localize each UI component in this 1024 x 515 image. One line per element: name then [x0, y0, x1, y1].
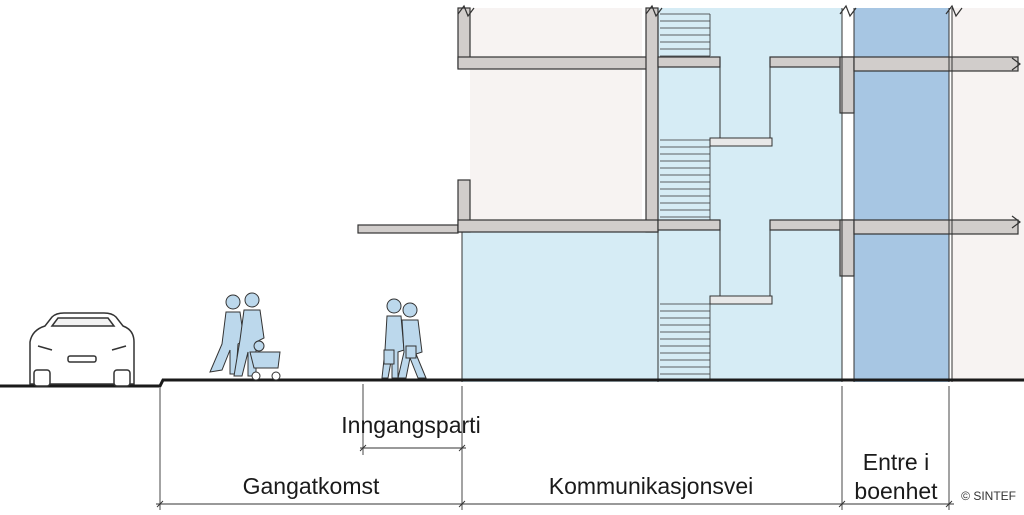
couple-walking-icon	[381, 298, 427, 379]
stair-shaft	[658, 8, 842, 382]
label-entrance: Inngangsparti	[341, 412, 480, 438]
label-dwelling-entry-line2: boenhet	[854, 478, 938, 504]
copyright-notice: © SINTEF	[961, 489, 1016, 503]
stair-flight	[660, 13, 711, 57]
ground-floor-area	[462, 232, 658, 382]
stair-flight	[660, 303, 711, 380]
stair-flights	[660, 13, 711, 380]
stair-flight	[660, 139, 711, 220]
car-icon	[29, 312, 135, 387]
label-circulation: Kommunikasjonsvei	[549, 473, 754, 499]
landing	[709, 295, 773, 305]
ground-line	[0, 378, 1024, 388]
upper-room	[470, 8, 642, 220]
structural-slabs	[357, 7, 1019, 277]
building-section	[357, 4, 1024, 382]
thin-walls	[461, 8, 953, 382]
family-with-pram-icon	[209, 292, 281, 381]
label-dwelling-entry-line1: Entre i	[863, 449, 929, 475]
dimension-lines	[156, 384, 954, 510]
label-walkway: Gangatkomst	[243, 473, 380, 499]
landing	[709, 137, 773, 147]
break-marks	[457, 4, 1021, 229]
